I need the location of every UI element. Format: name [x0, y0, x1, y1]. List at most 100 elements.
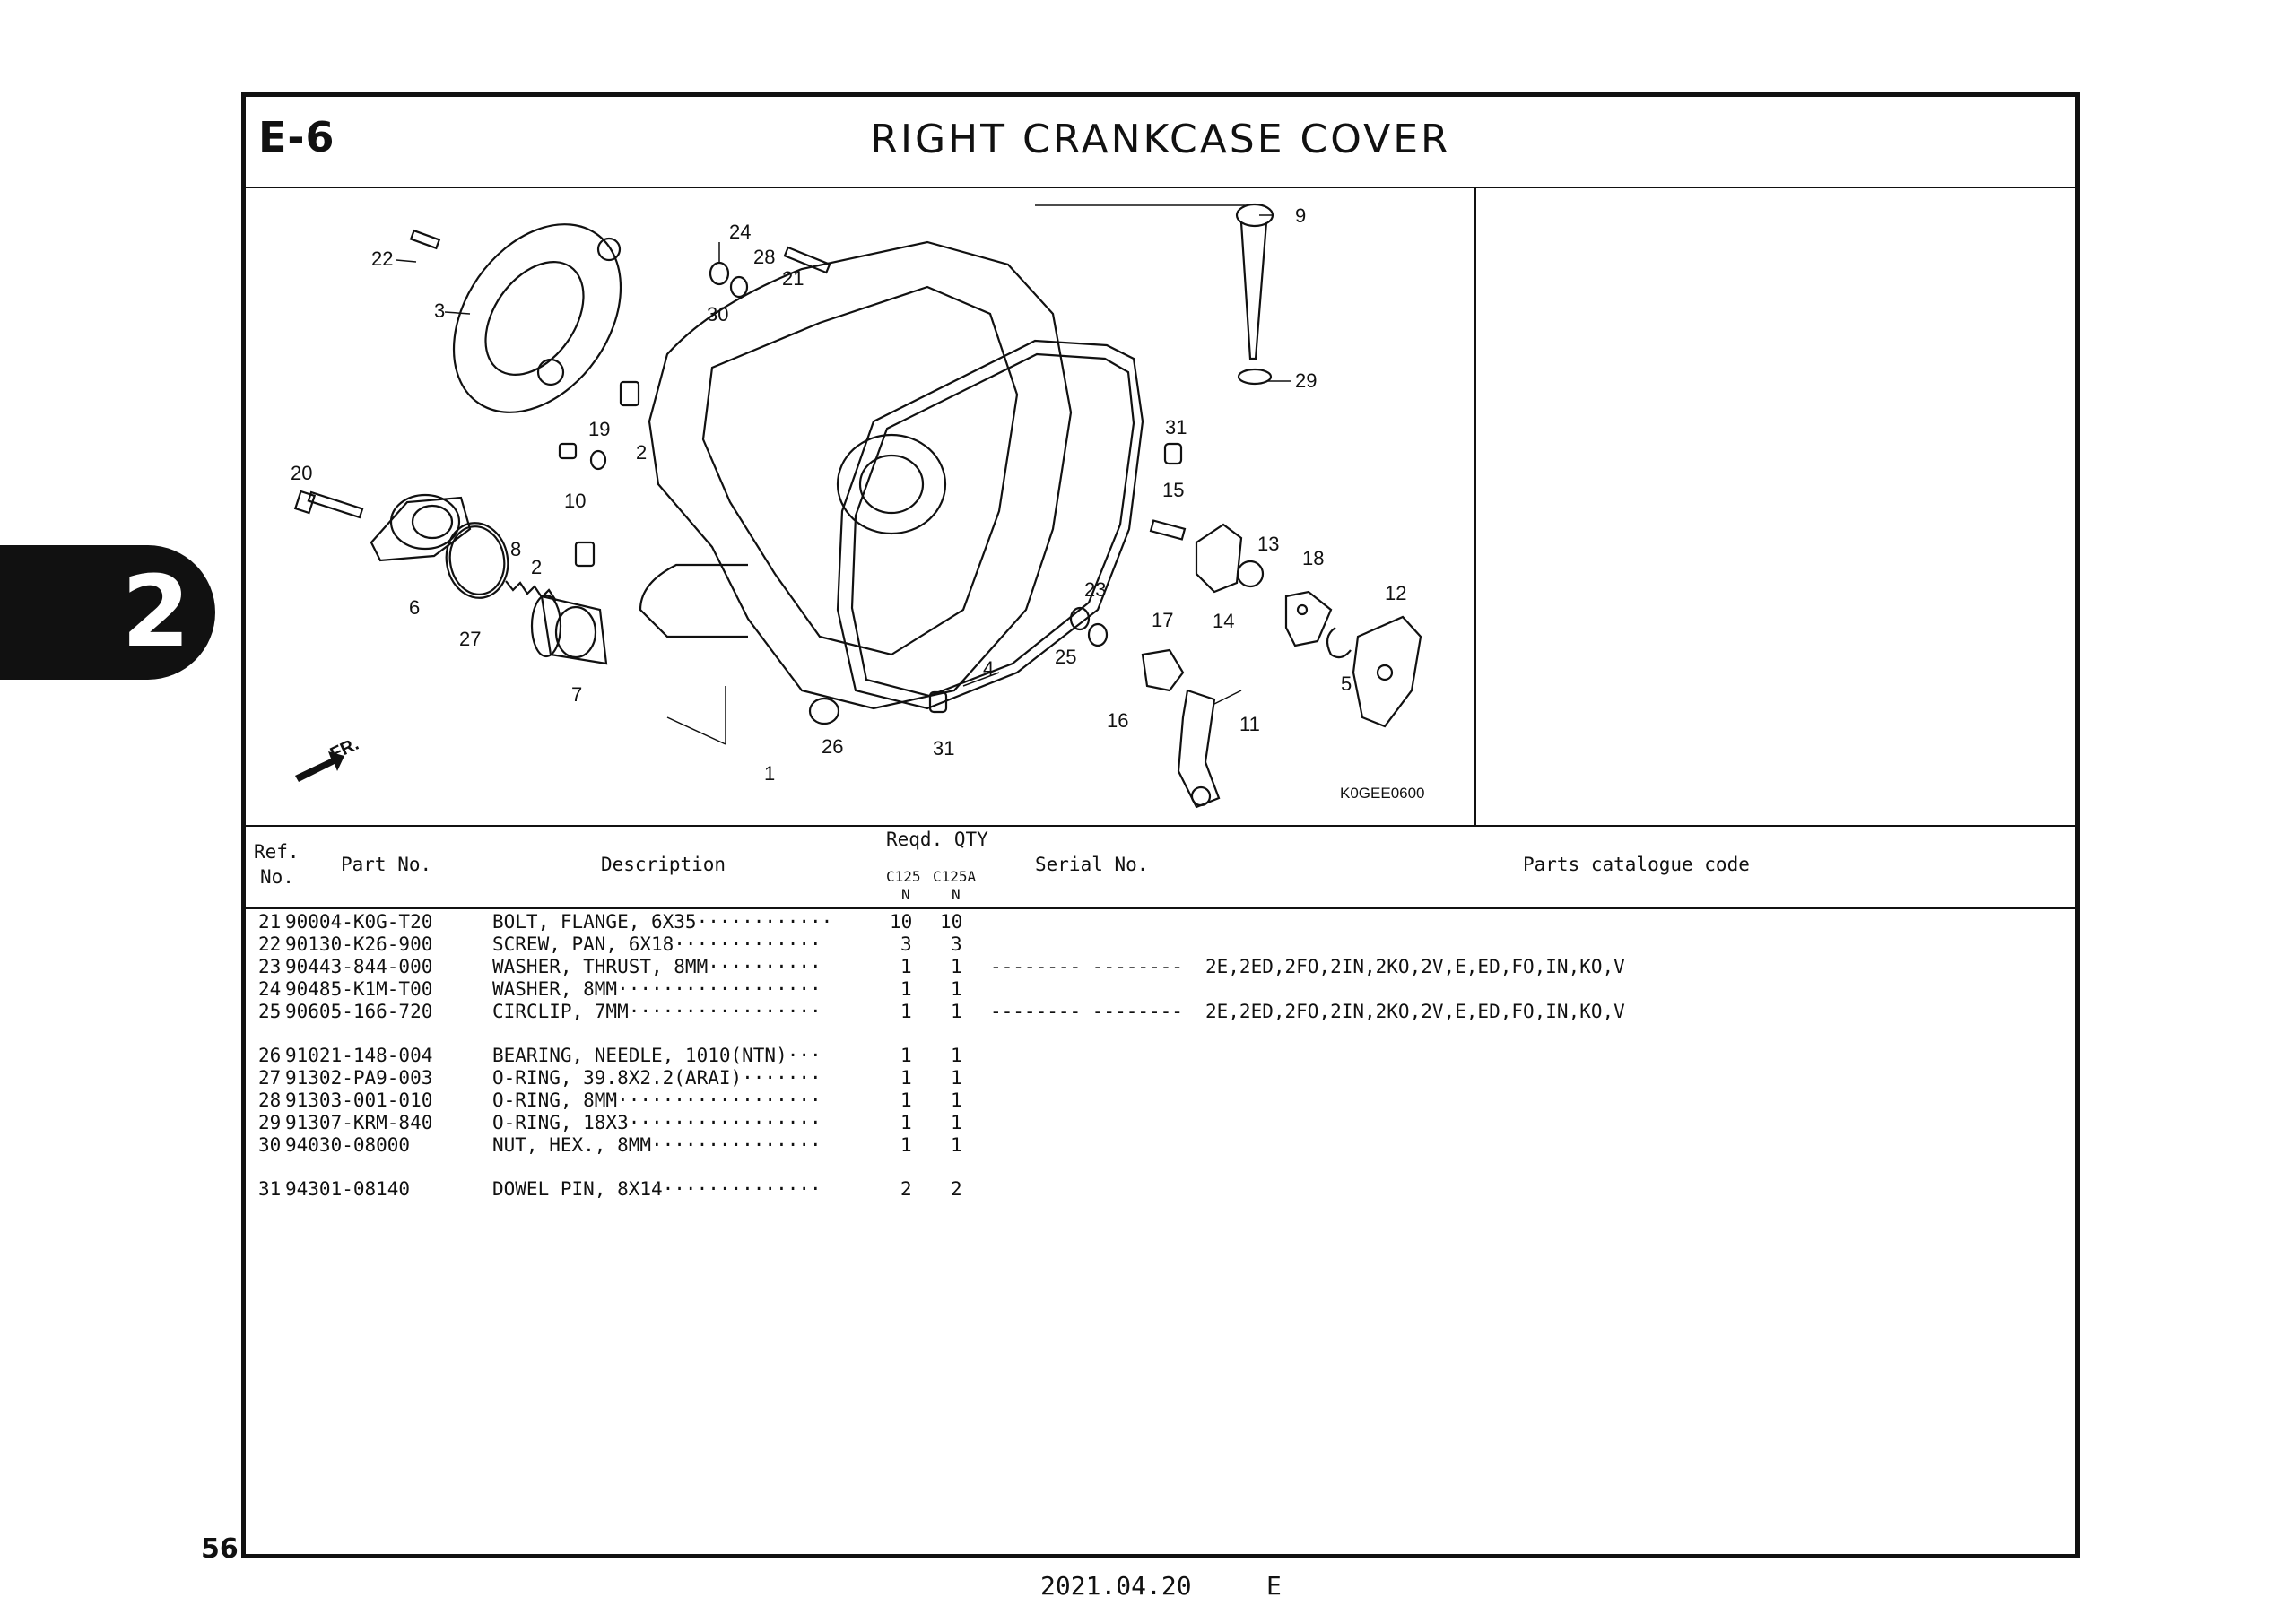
- table-row: 22 90130-K26-900 SCREW, PAN, 6X18·······…: [246, 933, 962, 956]
- header-ref-line1: Ref.: [254, 841, 300, 863]
- part-guard-plate: [452, 223, 622, 413]
- table-row: 27 91302-PA9-003 O-RING, 39.8X2.2(ARAI)·…: [246, 1067, 962, 1089]
- ref-no: 27: [258, 1067, 282, 1089]
- part-shift-arm: [1141, 648, 1221, 809]
- table-row: 29 91307-KRM-840 O-RING, 18X3···········…: [246, 1112, 962, 1134]
- part-no: 94301-08140: [285, 1178, 411, 1200]
- table-row: 28 91303-001-010 O-RING, 8MM············…: [246, 1089, 962, 1112]
- qty-model-2: 1: [951, 1001, 962, 1022]
- part-oil-filter: [530, 594, 608, 665]
- callout: 30: [707, 303, 728, 325]
- ref-no: 22: [258, 933, 282, 955]
- ref-no: 24: [258, 978, 282, 1000]
- diagram-callouts: 22 3 24 28 21 30 9 29 19 2 10 31 15 20 8…: [291, 204, 1425, 802]
- header-model-1: C125: [886, 868, 921, 885]
- ref-no: 29: [258, 1112, 282, 1133]
- qty-model-1: 10: [890, 911, 913, 933]
- part-no: 90130-K26-900: [285, 933, 433, 955]
- callout: 26: [822, 735, 843, 758]
- qty-model-1: 3: [900, 933, 912, 955]
- part-gasket: [836, 339, 1144, 710]
- description: SCREW, PAN, 6X18·············: [492, 933, 822, 955]
- qty-model-2: 2: [951, 1178, 962, 1200]
- description: DOWEL PIN, 8X14··············: [492, 1178, 822, 1200]
- header-model-2-variant: N: [952, 886, 961, 903]
- front-direction-arrow: [295, 751, 344, 782]
- header-catalogue-code: Parts catalogue code: [1523, 854, 1750, 875]
- qty-model-1: 2: [900, 1178, 912, 1200]
- header-part-no: Part No.: [341, 854, 432, 875]
- ref-no: 21: [258, 911, 282, 933]
- parts-table-header: Ref. No. Part No. Description Reqd. QTY …: [246, 825, 2075, 909]
- serial-no: -------- --------: [990, 1001, 1183, 1022]
- part-lifter-plate: [1284, 590, 1333, 647]
- callout: 22: [371, 247, 393, 270]
- qty-model-2: 1: [951, 1112, 962, 1133]
- catalogue-codes: 2E,2ED,2FO,2IN,2KO,2V,E,ED,FO,IN,KO,V: [1205, 1001, 1625, 1022]
- table-row: 31 94301-08140 DOWEL PIN, 8X14··········…: [246, 1178, 962, 1201]
- callout: 16: [1107, 709, 1128, 732]
- qty-model-2: 10: [940, 911, 963, 933]
- page-number: 56: [201, 1533, 239, 1565]
- ref-no: 25: [258, 1001, 282, 1022]
- description: BOLT, FLANGE, 6X35············: [492, 911, 833, 933]
- ref-no: 23: [258, 956, 282, 977]
- header-ref-line2: No.: [260, 866, 294, 888]
- ref-no: 31: [258, 1178, 282, 1200]
- callout: 2: [531, 556, 542, 578]
- ref-no: 30: [258, 1134, 282, 1156]
- section-tab-number: 2: [121, 554, 190, 669]
- callout: 10: [564, 490, 586, 512]
- callout: 28: [753, 246, 775, 268]
- leader-lines: [396, 204, 1291, 745]
- part-no: 90004-K0G-T20: [285, 911, 433, 933]
- catalogue-codes: 2E,2ED,2FO,2IN,2KO,2V,E,ED,FO,IN,KO,V: [1205, 956, 1625, 977]
- description: CIRCLIP, 7MM·················: [492, 1001, 822, 1022]
- qty-model-1: 1: [900, 1089, 912, 1111]
- section-code: E-6: [258, 113, 335, 161]
- ref-no: 26: [258, 1045, 282, 1066]
- callout: 4: [983, 657, 994, 680]
- part-no: 91302-PA9-003: [285, 1067, 433, 1089]
- table-row: 25 90605-166-720 CIRCLIP, 7MM···········…: [246, 1001, 1625, 1023]
- callout: 8: [510, 538, 521, 560]
- page-title: RIGHT CRANKCASE COVER: [870, 117, 1451, 162]
- section-tab: 2: [0, 545, 215, 680]
- callout: 21: [782, 267, 804, 290]
- part-dowel-pin: [928, 442, 1183, 714]
- part-small-hardware: [558, 246, 831, 568]
- description: O-RING, 18X3·················: [492, 1112, 822, 1133]
- empty-panel: [1476, 188, 2075, 825]
- callout: 2: [636, 441, 647, 464]
- callout: 31: [1165, 416, 1187, 438]
- callout: 19: [588, 418, 610, 440]
- qty-model-2: 3: [951, 933, 962, 955]
- part-no: 91303-001-010: [285, 1089, 433, 1111]
- part-clutch-lifter: [1195, 523, 1265, 594]
- table-row: 26 91021-148-004 BEARING, NEEDLE, 1010(N…: [246, 1045, 962, 1067]
- callout: 29: [1295, 369, 1317, 392]
- part-circlip-5: [1326, 627, 1352, 659]
- callout: 15: [1162, 479, 1184, 501]
- part-needle-bearing: [808, 697, 840, 725]
- part-filter-cover: [370, 493, 472, 562]
- callout: 5: [1341, 673, 1352, 695]
- description: O-RING, 8MM··················: [492, 1089, 822, 1111]
- figure-code: K0GEE0600: [1340, 785, 1425, 802]
- qty-model-1: 1: [900, 1045, 912, 1066]
- callout: 24: [729, 221, 751, 243]
- qty-model-1: 1: [900, 1112, 912, 1133]
- callout: 6: [409, 596, 420, 619]
- part-no: 90605-166-720: [285, 1001, 433, 1022]
- part-bolt-15: [1149, 519, 1187, 541]
- catalogue-page-frame: E-6 RIGHT CRANKCASE COVER: [241, 92, 2080, 1558]
- table-row: 30 94030-08000 NUT, HEX., 8MM···········…: [246, 1134, 962, 1157]
- table-row: 21 90004-K0G-T20 BOLT, FLANGE, 6X35·····…: [246, 911, 962, 933]
- part-washers: [1069, 606, 1109, 647]
- table-row: 24 90485-K1M-T00 WASHER, 8MM············…: [246, 978, 962, 1001]
- callout: 31: [933, 737, 954, 759]
- part-bolt-20: [293, 490, 364, 519]
- ref-no: 28: [258, 1089, 282, 1111]
- callout: 25: [1055, 646, 1076, 668]
- callout: 27: [459, 628, 481, 650]
